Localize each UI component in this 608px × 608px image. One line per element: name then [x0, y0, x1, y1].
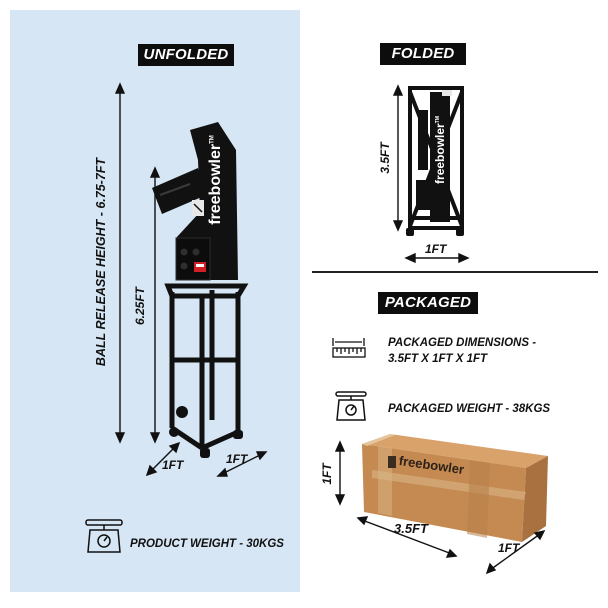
divider-horizontal — [312, 271, 598, 273]
packaged-dimensions-line2: 3.5FT X 1FT X 1FT — [388, 353, 488, 365]
box-length-label: 3.5FT — [394, 521, 428, 536]
folded-tag: FOLDED — [380, 43, 466, 65]
box-depth-label: 1FT — [498, 541, 520, 555]
packaged-tag: PACKAGED — [378, 292, 478, 314]
packaged-dimensions-line1: PACKAGED DIMENSIONS - — [388, 337, 537, 349]
unfolded-width-label: 1FT — [162, 458, 184, 472]
folded-width-label: 1FT — [425, 242, 447, 256]
box-height-label: 1FT — [320, 463, 334, 485]
packaged-weight-label: PACKAGED WEIGHT - 38KGS — [388, 403, 551, 415]
product-weight-label: PRODUCT WEIGHT - 30KGS — [130, 538, 284, 550]
unfolded-depth-label: 1FT — [226, 452, 248, 466]
unfolded-tag: UNFOLDED — [138, 44, 234, 66]
